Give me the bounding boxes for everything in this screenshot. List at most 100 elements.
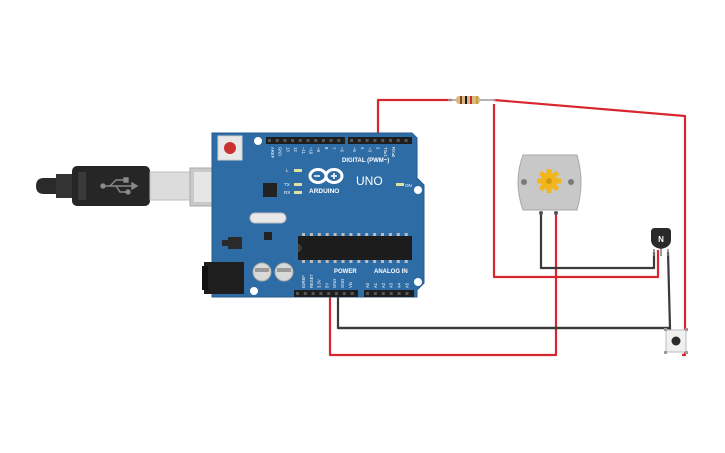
brand-label: ARDUINO [309, 188, 339, 195]
header-pin[interactable] [397, 292, 401, 295]
header-pin[interactable] [275, 139, 279, 142]
analog-pin-label: A3 [389, 282, 394, 288]
header-pin[interactable] [314, 139, 318, 142]
power-pin-label: 5V [324, 283, 329, 288]
power-pin-label: IOREF [301, 275, 306, 288]
header-pin[interactable] [389, 139, 392, 142]
header-pin[interactable] [342, 292, 346, 295]
chip-pin [357, 260, 361, 263]
analog-pin-label: A2 [381, 282, 386, 288]
power-jack[interactable] [202, 262, 244, 294]
header-pin[interactable] [268, 139, 271, 142]
digital-pin-label: ~5 [352, 147, 357, 152]
digital-pin-label: 2 [375, 147, 380, 150]
header-pin[interactable] [296, 292, 299, 295]
header-pin[interactable] [350, 292, 354, 295]
wire-pin2-to-resistor[interactable] [376, 98, 452, 140]
chip-pin [373, 233, 377, 236]
wires [328, 98, 687, 357]
header-pin[interactable] [365, 139, 369, 142]
header-pin[interactable] [319, 292, 323, 295]
chip-pin [396, 233, 400, 236]
transistor-label: N [658, 235, 664, 244]
header-pin[interactable] [405, 292, 409, 295]
digital-pin-label: ~11 [301, 147, 306, 154]
chip-pin [309, 260, 313, 263]
header-pin[interactable] [366, 292, 369, 295]
header-pin[interactable] [335, 292, 338, 295]
wire-5v-to-motor[interactable] [328, 212, 558, 357]
analog-header[interactable] [364, 290, 414, 297]
resistor-band [465, 96, 467, 104]
push-button[interactable] [664, 328, 688, 354]
model-label: UNO [356, 174, 383, 188]
npn-transistor[interactable]: N [651, 228, 671, 256]
chip-pin [388, 260, 392, 263]
header-pin[interactable] [373, 139, 377, 142]
motor-terminal [554, 211, 558, 215]
chip-pin [404, 260, 408, 263]
header-pin[interactable] [283, 139, 287, 142]
header-pin[interactable] [298, 139, 302, 142]
chip-pin [381, 233, 384, 236]
header-pin[interactable] [311, 292, 315, 295]
header-pin[interactable] [357, 139, 361, 142]
digital-label: DIGITAL (PWM~) [342, 158, 389, 164]
chip-pin [349, 260, 353, 263]
header-pin[interactable] [291, 139, 295, 142]
digital-pin-label: 13 [285, 147, 290, 152]
chip-pin [302, 260, 305, 263]
wire-gnd-to-button[interactable] [338, 326, 672, 330]
header-pin[interactable] [306, 139, 310, 142]
reset-button[interactable] [217, 135, 243, 161]
dc-motor[interactable] [517, 154, 582, 215]
header-pin[interactable] [337, 139, 341, 142]
analog-pin-label: A0 [365, 282, 370, 288]
chip-pin [341, 233, 345, 236]
power-pin-label: GND [332, 279, 337, 288]
digital-pin-label: 4 [360, 147, 365, 150]
analog-label: ANALOG IN [374, 269, 408, 275]
digital-pin-label: ~9 [316, 147, 321, 152]
power-pin-label: RESET [309, 274, 314, 288]
chip-pin [325, 233, 329, 236]
resistor[interactable] [448, 96, 496, 104]
header-pin[interactable] [404, 139, 408, 142]
wire-resistor-to-button[interactable] [493, 98, 687, 357]
chip-pin [309, 233, 313, 236]
voltage-regulator [222, 237, 242, 249]
motor-terminal [539, 211, 543, 215]
power-header[interactable] [294, 290, 358, 297]
header-pin[interactable] [381, 139, 385, 142]
chip-pin [317, 233, 321, 236]
header-pin[interactable] [396, 139, 400, 142]
wire-motor-to-collector[interactable] [539, 212, 656, 270]
digital-pin-label: 12 [293, 147, 298, 152]
chip-pin [365, 233, 369, 236]
header-pin[interactable] [350, 139, 353, 142]
header-pin[interactable] [373, 292, 377, 295]
header-pin[interactable] [329, 139, 333, 142]
mounting-hole [254, 137, 262, 145]
power-pin-label: GND [340, 279, 345, 288]
digital-pin-label: AREF [270, 147, 275, 159]
digital-header[interactable] [266, 137, 412, 144]
header-pin[interactable] [321, 139, 325, 142]
header-pin[interactable] [303, 292, 307, 295]
chip-pin [349, 233, 353, 236]
wire-resistor-to-transistor-base[interactable] [492, 104, 660, 279]
crystal-oscillator [249, 212, 287, 224]
chip-pin [404, 233, 408, 236]
digital-pin-label: RX◂0 [391, 147, 396, 158]
header-pin[interactable] [381, 292, 385, 295]
on-label: ON [405, 183, 412, 188]
header-pin[interactable] [389, 292, 393, 295]
header-pin[interactable] [327, 292, 331, 295]
digital-pin-label: ~3 [368, 147, 373, 152]
chip-pin [357, 233, 361, 236]
chip-pin [333, 233, 337, 236]
